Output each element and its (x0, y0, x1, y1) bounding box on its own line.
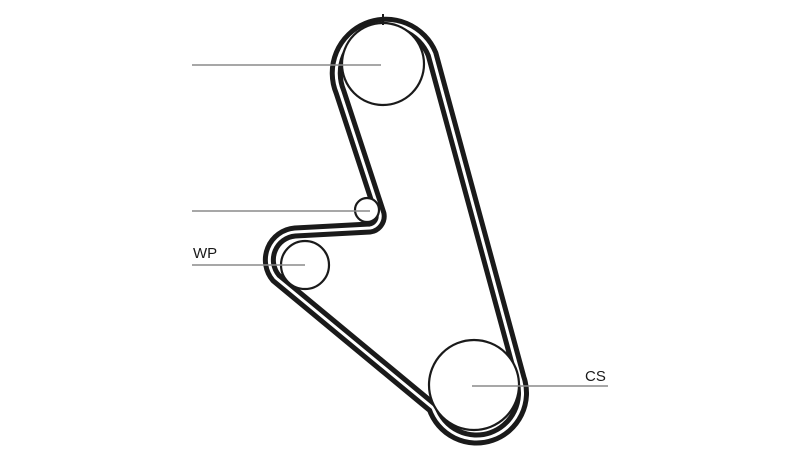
crankshaft-pulley (427, 338, 521, 432)
crankshaft-label: CS (585, 368, 606, 385)
tensioner-pulley (353, 196, 381, 224)
water-pump-label: WP (193, 245, 217, 262)
camshaft-pulley (340, 14, 426, 107)
